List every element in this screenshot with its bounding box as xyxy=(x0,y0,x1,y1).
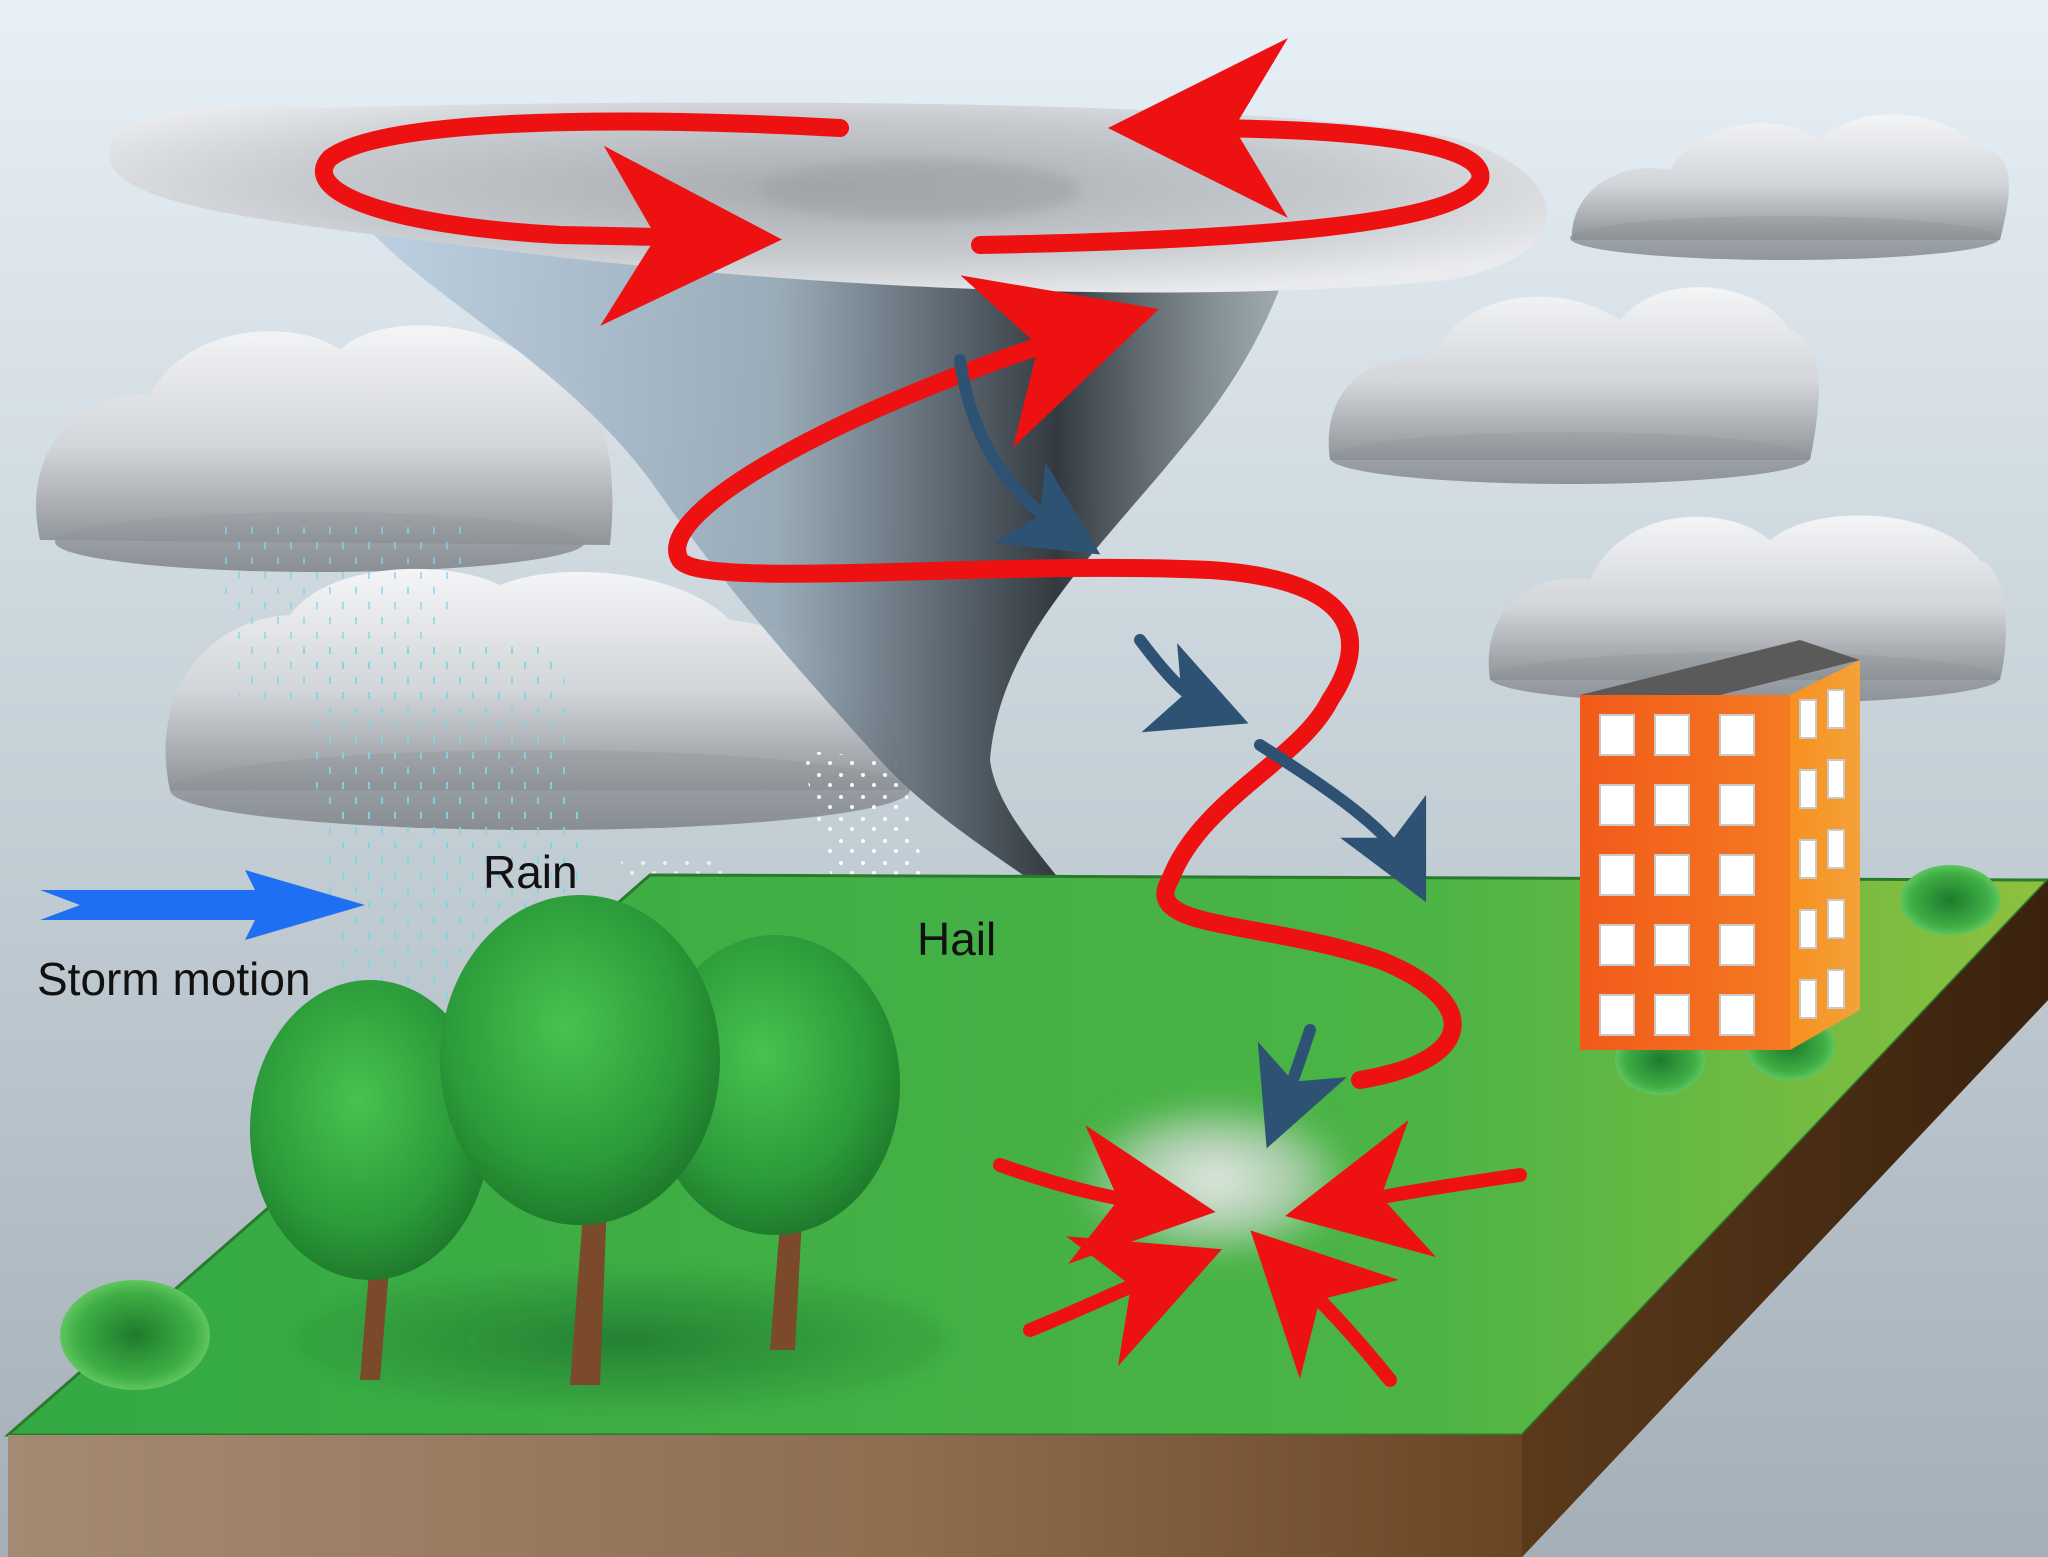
cloud-icon xyxy=(1328,287,1819,484)
hail-label: Hail xyxy=(917,913,996,965)
downdraft-arrow-icon xyxy=(1134,634,1249,733)
inflow-arrow-icon xyxy=(1250,1230,1399,1387)
downdraft-arrow-icon xyxy=(954,354,1101,555)
inflow-arrow-icon xyxy=(1285,1119,1527,1258)
rain-label: Rain xyxy=(483,846,578,898)
downdraft-arrow-icon xyxy=(1254,739,1427,903)
downdraft-arrow-icon xyxy=(1257,1024,1347,1149)
building-icon xyxy=(1580,640,1860,1050)
bush-icon xyxy=(60,1280,210,1390)
rain-drops-icon xyxy=(210,520,480,700)
rotation-arrow-icon xyxy=(971,38,1490,254)
tree-icon xyxy=(440,895,720,1385)
spiral-updraft-arrow-icon xyxy=(668,275,1462,1089)
bush-icon xyxy=(1900,865,2000,935)
tree-shadow xyxy=(290,1270,950,1410)
cloud-icon xyxy=(1570,114,2009,260)
storm-motion-arrow-icon xyxy=(40,870,365,940)
debris-cloud xyxy=(1075,1100,1355,1260)
inflow-arrow-icon xyxy=(993,1125,1216,1265)
rotation-arrow-icon xyxy=(315,112,849,326)
building-windows xyxy=(1599,689,1845,1036)
inflow-arrow-icon xyxy=(1023,1236,1222,1367)
tree-icon xyxy=(250,980,490,1380)
storm-motion-label: Storm motion xyxy=(37,953,311,1005)
